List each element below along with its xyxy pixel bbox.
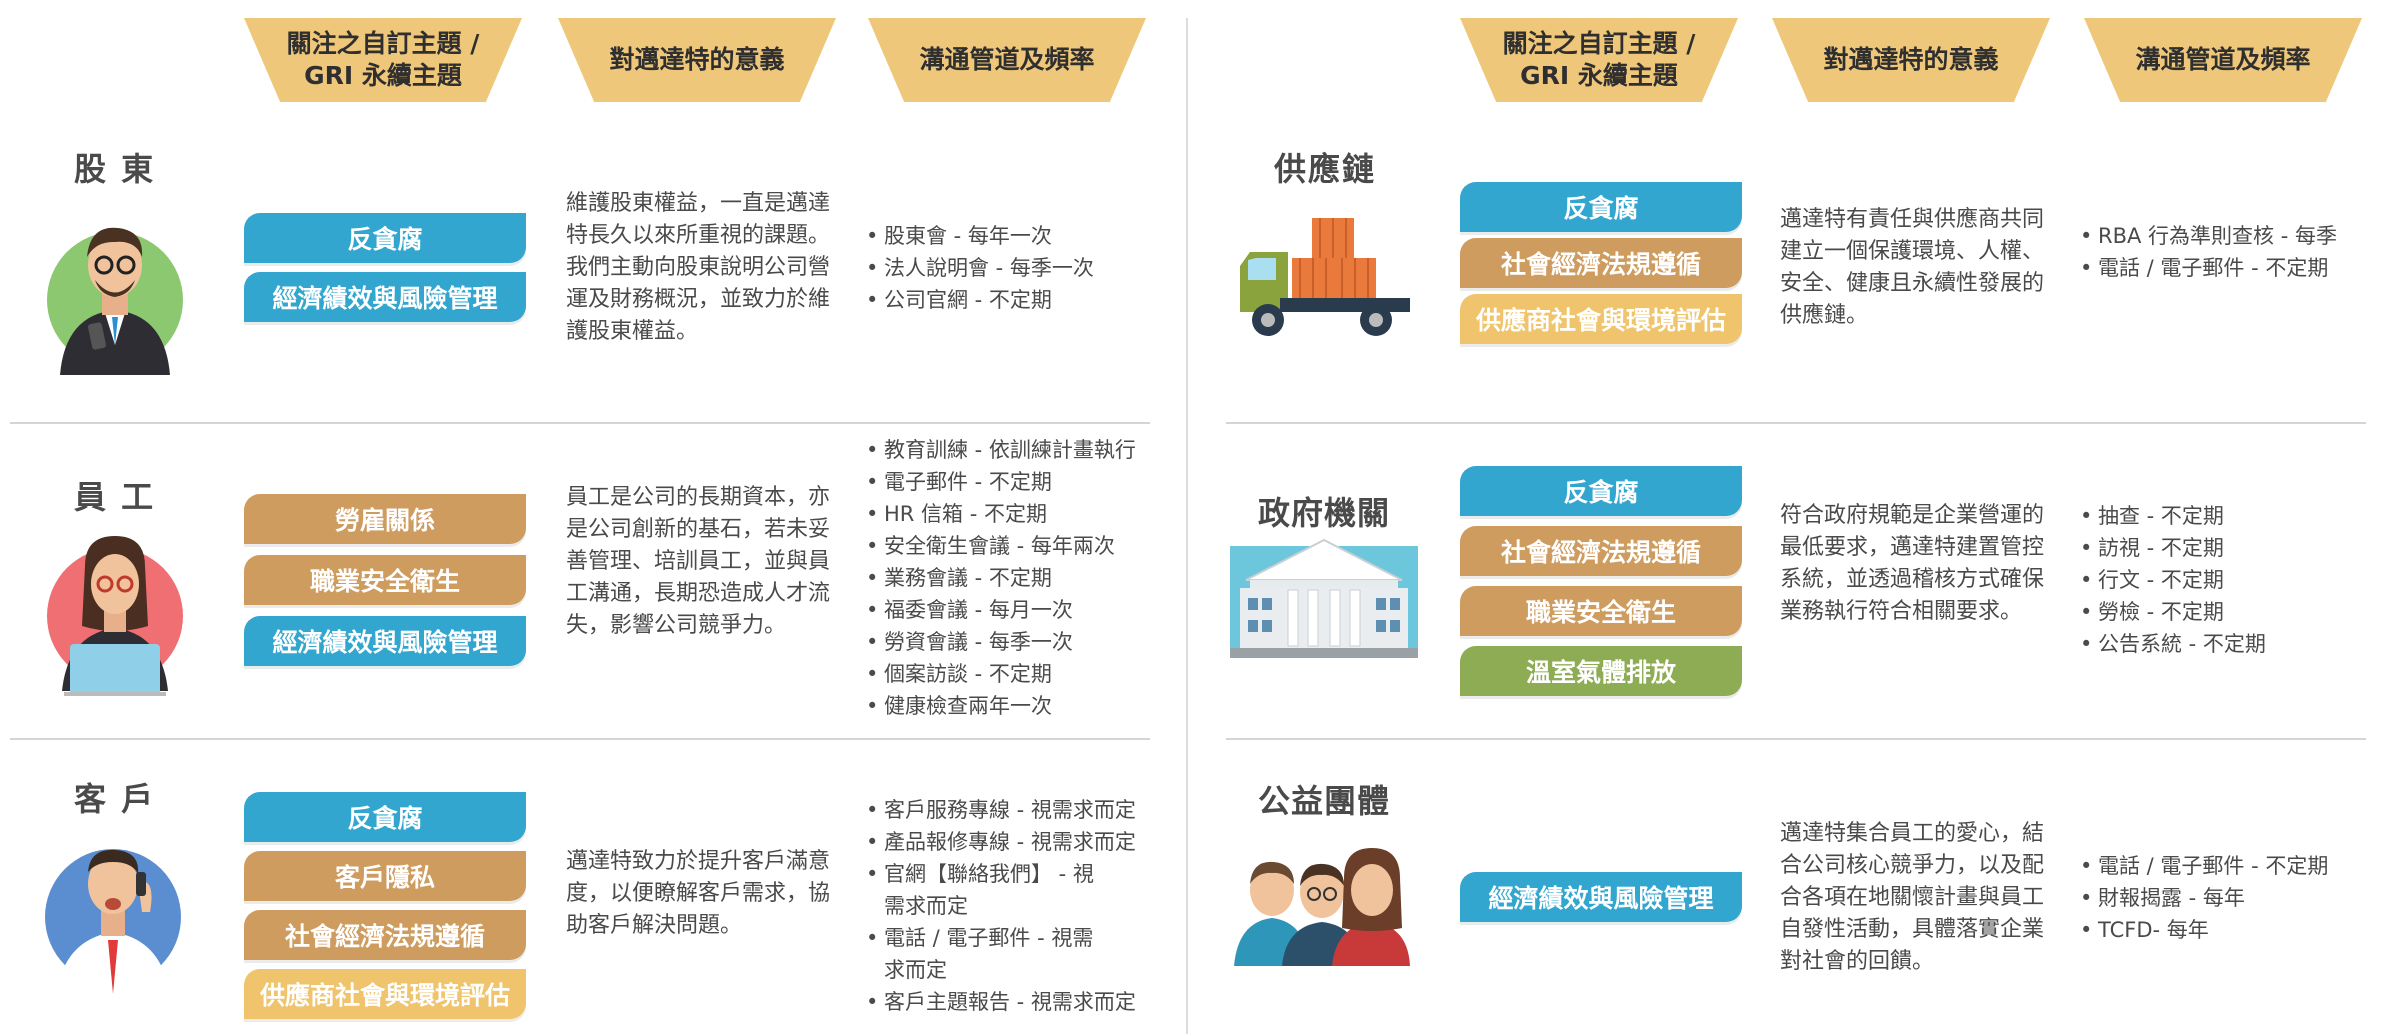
channel-list: 抽查 - 不定期 訪視 - 不定期 行文 - 不定期 勞檢 - 不定期 公告系統… bbox=[2080, 500, 2380, 660]
channel-item: 行文 - 不定期 bbox=[2080, 564, 2380, 596]
channel-item: 電話 / 電子郵件 - 不定期 bbox=[2080, 850, 2380, 882]
stakeholder-description: 邁達特有責任與供應商共同建立一個保護環境、人權、安全、健康且永續性發展的供應鏈。 bbox=[1780, 207, 2045, 328]
customer-avatar-icon bbox=[45, 849, 181, 997]
channel-item: 福委會議 - 每月一次 bbox=[866, 594, 1166, 626]
topic-pill: 反貪腐 bbox=[1460, 466, 1742, 516]
channel-item: 勞資會議 - 每季一次 bbox=[866, 626, 1166, 658]
channel-item: 訪視 - 不定期 bbox=[2080, 532, 2380, 564]
stakeholder-name-employee: 員 工 bbox=[74, 478, 156, 516]
channel-item: 電子郵件 - 不定期 bbox=[866, 466, 1166, 498]
header-topics-right: 關注之自訂主題 / GRI 永續主題 bbox=[1460, 18, 1738, 102]
stakeholder-name-government: 政府機關 bbox=[1258, 494, 1391, 532]
topic-pill: 溫室氣體排放 bbox=[1460, 646, 1742, 696]
stakeholder-name-customer: 客 戶 bbox=[74, 780, 156, 818]
channel-item: RBA 行為準則查核 - 每季 bbox=[2080, 220, 2380, 252]
channel-item: 抽查 - 不定期 bbox=[2080, 500, 2380, 532]
row-divider bbox=[10, 422, 1150, 424]
channel-item: 公告系統 - 不定期 bbox=[2080, 628, 2380, 660]
topic-pill: 反貪腐 bbox=[244, 213, 526, 263]
stakeholder-description: 符合政府規範是企業營運的最低要求，邁達特建置管控系統，並透過稽核方式確保業務執行… bbox=[1780, 503, 2045, 624]
stakeholder-description: 員工是公司的長期資本，亦是公司創新的基石，若未妥善管理、培訓員工，並與員工溝通，… bbox=[566, 485, 831, 638]
channel-item: TCFD- 每年 bbox=[2080, 914, 2380, 946]
row-divider bbox=[1226, 422, 2366, 424]
channel-list: RBA 行為準則查核 - 每季 電話 / 電子郵件 - 不定期 bbox=[2080, 220, 2380, 284]
channel-item: 客戶主題報告 - 視需求而定 bbox=[866, 986, 1156, 1018]
channel-item: 財報揭露 - 每年 bbox=[2080, 882, 2380, 914]
header-channels-right: 溝通管道及頻率 bbox=[2084, 18, 2362, 102]
row-divider bbox=[1226, 738, 2366, 740]
row-divider bbox=[10, 738, 1150, 740]
channel-item: 業務會議 - 不定期 bbox=[866, 562, 1166, 594]
topic-pill: 供應商社會與環境評估 bbox=[1460, 294, 1742, 344]
topic-pill: 客戶隱私 bbox=[244, 851, 526, 901]
header-channels-left: 溝通管道及頻率 bbox=[868, 18, 1146, 102]
channel-list: 股東會 - 每年一次 法人說明會 - 每季一次 公司官網 - 不定期 bbox=[866, 220, 1166, 316]
charity-group-icon bbox=[1234, 848, 1410, 966]
channel-item: 勞檢 - 不定期 bbox=[2080, 596, 2380, 628]
stakeholder-name-shareholder: 股 東 bbox=[74, 150, 156, 188]
topic-pill: 職業安全衛生 bbox=[1460, 586, 1742, 636]
topic-pill: 社會經濟法規遵循 bbox=[1460, 526, 1742, 576]
header-meaning-right: 對邁達特的意義 bbox=[1772, 18, 2050, 102]
employee-avatar-icon bbox=[47, 536, 183, 696]
topic-pill: 反貪腐 bbox=[244, 792, 526, 842]
header-topics-left: 關注之自訂主題 / GRI 永續主題 bbox=[244, 18, 522, 102]
topic-pill: 勞雇關係 bbox=[244, 494, 526, 544]
topic-pill: 經濟績效與風險管理 bbox=[244, 616, 526, 666]
channel-list: 教育訓練 - 依訓練計畫執行 電子郵件 - 不定期 HR 信箱 - 不定期 安全… bbox=[866, 434, 1166, 722]
channel-item: 電話 / 電子郵件 - 不定期 bbox=[2080, 252, 2380, 284]
stakeholder-description: 邁達特集合員工的愛心，結合公司核心競爭力，以及配合各項在地關懷計畫與員工自發性活… bbox=[1780, 821, 2045, 974]
channel-list: 客戶服務專線 - 視需求而定 產品報修專線 - 視需求而定 官網【聯絡我們】 -… bbox=[866, 794, 1156, 1018]
channel-item: 公司官網 - 不定期 bbox=[866, 284, 1166, 316]
topic-pill: 供應商社會與環境評估 bbox=[244, 969, 526, 1019]
column-divider bbox=[1186, 18, 1188, 1034]
channel-item: 客戶服務專線 - 視需求而定 bbox=[866, 794, 1156, 826]
topic-pill: 社會經濟法規遵循 bbox=[1460, 238, 1742, 288]
channel-item: 教育訓練 - 依訓練計畫執行 bbox=[866, 434, 1166, 466]
channel-item: HR 信箱 - 不定期 bbox=[866, 498, 1166, 530]
stakeholder-description: 維護股東權益，一直是邁達特長久以來所重視的課題。我們主動向股東說明公司營運及財務… bbox=[566, 191, 831, 344]
supply-truck-icon bbox=[1240, 218, 1410, 336]
channel-item: 股東會 - 每年一次 bbox=[866, 220, 1166, 252]
channel-item: 電話 / 電子郵件 - 視需求而定 bbox=[866, 922, 1094, 986]
topic-pill: 反貪腐 bbox=[1460, 182, 1742, 232]
topic-pill: 社會經濟法規遵循 bbox=[244, 910, 526, 960]
header-meaning-left: 對邁達特的意義 bbox=[558, 18, 836, 102]
stakeholder-name-charity: 公益團體 bbox=[1258, 782, 1391, 820]
shareholder-avatar-icon bbox=[47, 227, 183, 375]
topic-pill: 經濟績效與風險管理 bbox=[244, 272, 526, 322]
topic-pill: 經濟績效與風險管理 bbox=[1460, 872, 1742, 922]
channel-item: 官網【聯絡我們】 - 視需求而定 bbox=[866, 858, 1094, 922]
channel-item: 安全衛生會議 - 每年兩次 bbox=[866, 530, 1166, 562]
channel-list: 電話 / 電子郵件 - 不定期 財報揭露 - 每年 TCFD- 每年 bbox=[2080, 850, 2380, 946]
stakeholder-name-supply-chain: 供應鏈 bbox=[1274, 150, 1377, 188]
channel-item: 健康檢查兩年一次 bbox=[866, 690, 1166, 722]
topic-pill: 職業安全衛生 bbox=[244, 555, 526, 605]
government-building-icon bbox=[1230, 538, 1418, 658]
stakeholder-description: 邁達特致力於提升客戶滿意度，以便瞭解客戶需求，協助客戶解決問題。 bbox=[566, 849, 831, 938]
channel-item: 產品報修專線 - 視需求而定 bbox=[866, 826, 1156, 858]
channel-item: 法人說明會 - 每季一次 bbox=[866, 252, 1166, 284]
channel-item: 個案訪談 - 不定期 bbox=[866, 658, 1166, 690]
